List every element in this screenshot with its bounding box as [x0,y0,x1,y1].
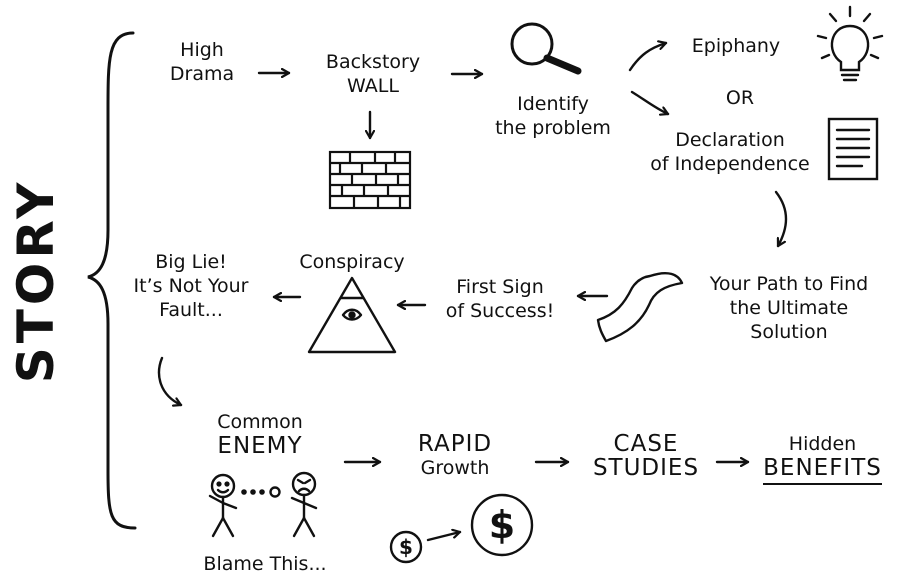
node-epiphany-label: Epiphany [691,35,781,57]
document-icon [827,117,879,181]
arrow-to-declaration [630,90,670,114]
node-identify-line-2: the problem [495,117,611,139]
node-blame-this-label: Blame This... [203,553,327,575]
brick-wall-icon [328,150,412,210]
node-common-enemy-line-2: ENEMY [217,433,303,459]
node-identify-line-1: Identify [517,93,589,115]
dollar-coin-icon [389,493,534,564]
node-backstory-line-1: Backstory [325,51,421,73]
arrow-to-epiphany [628,43,668,72]
node-high-drama: High Drama [147,38,257,86]
story-title: STORY [7,178,65,384]
stick-figures-icon [208,471,318,538]
node-your-path-line-3: Solution [750,321,828,343]
story-brace [87,31,137,530]
node-first-sign-line-1: First Sign [456,276,544,298]
node-hidden-benefits-underlined: BENEFITS [763,455,882,485]
node-blame-this: Blame This... [185,552,345,576]
node-hidden-benefits-line-1: Hidden [788,433,857,455]
node-first-sign-line-2: of Success! [445,300,555,322]
node-hidden-benefits: Hidden BENEFITS [750,432,895,485]
node-common-enemy: Common ENEMY [195,410,325,458]
node-conspiracy: Conspiracy [282,250,422,274]
node-backstory-line-2: WALL [347,75,399,97]
node-big-lie-line-3: Fault... [159,299,223,321]
magnifying-glass-icon [510,22,582,75]
node-or-label: OR [725,87,755,109]
node-conspiracy-label: Conspiracy [299,251,405,273]
node-big-lie-line-1: Big Lie! [155,251,227,273]
node-case-studies: CASE STUDIES [576,432,716,480]
node-your-path-line-2: the Ultimate [729,297,849,319]
node-identify-problem: Identify the problem [478,92,628,140]
node-your-path-line-1: Your Path to Find [709,273,869,295]
arrow-big-lie-to-enemy [157,356,183,405]
pyramid-eye-icon [307,276,397,354]
node-rapid-growth-line-2: Growth [420,457,490,479]
node-declaration-line-2: of Independence [650,153,810,175]
node-common-enemy-line-1: Common [217,411,303,433]
arrow-to-your-path [774,190,788,248]
node-hidden-benefits-line-2: BENEFITS [750,455,895,485]
node-epiphany: Epiphany [666,34,806,58]
node-or: OR [700,86,780,110]
node-rapid-growth: RAPID Growth [385,432,525,480]
node-high-drama-line-1: High [180,39,224,61]
small-coin-symbol: $ [399,535,413,559]
node-case-studies-line-2: STUDIES [592,455,700,481]
node-high-drama-line-2: Drama [169,63,235,85]
node-declaration-line-1: Declaration [675,129,785,151]
node-first-sign: First Sign of Success! [420,275,580,323]
node-rapid-growth-line-1: RAPID [417,431,493,457]
large-coin-symbol: $ [488,503,516,547]
winding-path-icon [596,272,684,343]
node-big-lie-line-2: It’s Not Your [133,275,249,297]
arrow-small-to-large-coin [426,532,462,542]
node-big-lie: Big Lie! It’s Not Your Fault... [111,250,271,322]
lightbulb-icon [816,5,884,82]
node-case-studies-line-1: CASE [613,431,679,457]
node-declaration: Declaration of Independence [624,128,836,176]
node-your-path: Your Path to Find the Ultimate Solution [686,272,892,344]
node-backstory-wall: Backstory WALL [298,50,448,98]
